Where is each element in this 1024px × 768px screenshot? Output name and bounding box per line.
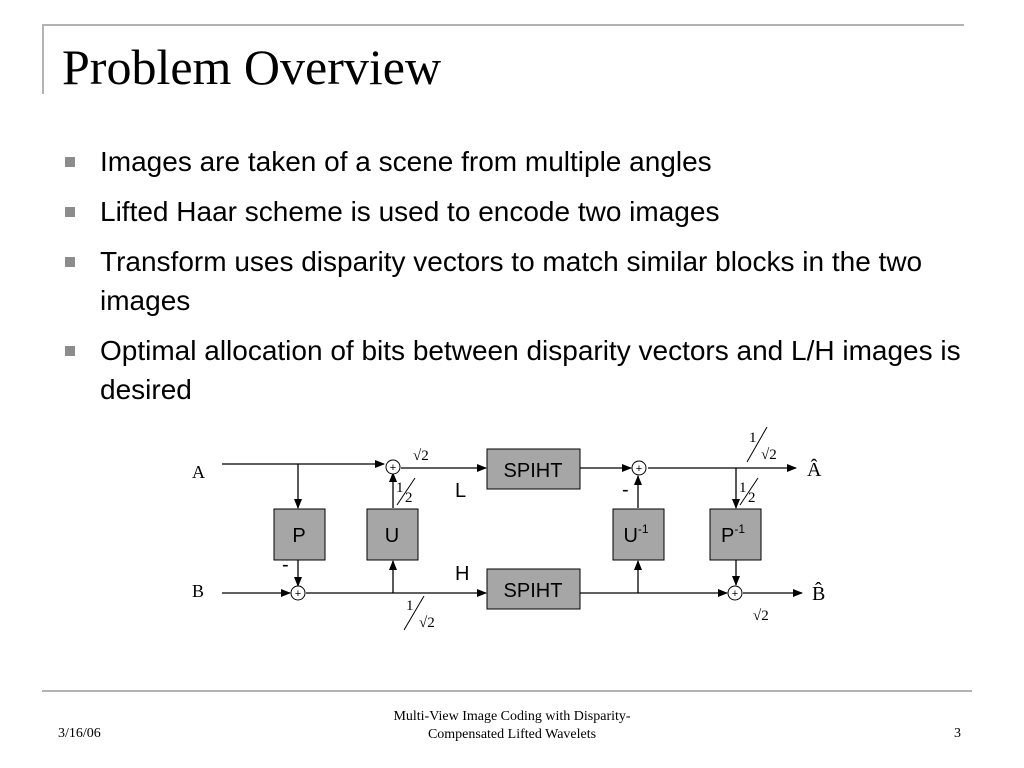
square-bullet-icon — [65, 257, 75, 267]
update-label: U — [385, 525, 399, 547]
half-numerator-left: 1 — [396, 480, 404, 496]
gain-sqrt2-top-left: √2 — [413, 448, 429, 464]
inv-sqrt2-numerator-bottom: 1 — [406, 598, 414, 614]
footer-title: Multi-View Image Coding with Disparity- … — [362, 708, 662, 744]
h-label: H — [455, 563, 469, 585]
bullet-item: Transform uses disparity vectors to matc… — [62, 242, 962, 320]
square-bullet-icon — [65, 207, 75, 217]
input-a-label: A — [192, 462, 205, 482]
spiht-top-label: SPIHT — [504, 460, 563, 482]
bullet-text: Lifted Haar scheme is used to encode two… — [100, 196, 720, 227]
bullet-list: Images are taken of a scene from multipl… — [62, 142, 962, 420]
half-denominator-left: 2 — [405, 490, 413, 506]
half-slash-right — [739, 477, 759, 506]
half-denominator-right: 2 — [748, 490, 756, 506]
inverse-predict-label: P-1 — [721, 522, 745, 547]
predict-box — [273, 508, 326, 561]
adder-top-left — [385, 459, 401, 475]
minus-sign-right: - — [622, 479, 629, 501]
bullet-text: Optimal allocation of bits between dispa… — [100, 335, 961, 405]
inverse-update-label: U-1 — [623, 522, 648, 547]
spiht-bottom-label: SPIHT — [504, 580, 563, 602]
spiht-bottom-box — [486, 568, 581, 610]
inverse-update-box — [612, 508, 665, 561]
adder-bottom-left-plus: + — [295, 588, 301, 600]
predict-label: P — [292, 525, 305, 547]
minus-sign-left: - — [282, 554, 289, 576]
bullet-item: Optimal allocation of bits between dispa… — [62, 331, 962, 409]
bullet-item: Images are taken of a scene from multipl… — [62, 142, 962, 181]
spiht-top-box — [486, 448, 581, 490]
update-box — [366, 508, 419, 561]
inv-sqrt2-numerator-top: 1 — [749, 430, 757, 446]
bullet-item: Lifted Haar scheme is used to encode two… — [62, 192, 962, 231]
adder-bottom-right — [727, 585, 743, 601]
top-frame-rule — [42, 24, 964, 26]
bullet-text: Images are taken of a scene from multipl… — [100, 146, 712, 177]
lifting-scheme-diagram: A B SPIHT SPIHT P U U-1 P-1 + + + + — [192, 426, 825, 631]
half-slash-left — [396, 477, 416, 506]
bullet-text: Transform uses disparity vectors to matc… — [100, 246, 923, 316]
adder-top-left-plus: + — [390, 462, 396, 474]
inv-sqrt2-denominator-bottom: √2 — [419, 615, 435, 631]
footer-page-number: 3 — [954, 726, 961, 741]
inverse-update-letter: U — [623, 525, 637, 547]
half-numerator-right: 1 — [739, 480, 747, 496]
slide-title: Problem Overview — [62, 39, 442, 95]
inverse-update-exponent: -1 — [638, 522, 649, 536]
square-bullet-icon — [65, 157, 75, 167]
inverse-predict-exponent: -1 — [734, 522, 745, 536]
footer-date: 3/16/06 — [58, 726, 101, 741]
input-b-label: B — [192, 581, 204, 601]
output-b-hat-label: B̂ — [812, 581, 825, 605]
inverse-predict-box — [709, 508, 762, 561]
footer-title-line: Multi-View Image Coding with Disparity- — [393, 709, 631, 724]
inverse-predict-letter: P — [721, 525, 734, 547]
adder-top-right-plus: + — [636, 463, 642, 475]
footer-rule — [42, 690, 972, 692]
l-label: L — [455, 480, 466, 502]
adder-bottom-left — [290, 585, 306, 601]
inv-sqrt2-denominator-top: √2 — [761, 447, 777, 463]
adder-bottom-right-plus: + — [732, 588, 738, 600]
adder-top-right — [631, 460, 647, 476]
output-a-hat-label: Â — [807, 458, 822, 481]
footer-title-line: Compensated Lifted Wavelets — [427, 727, 597, 742]
gain-sqrt2-bottom-right: √2 — [753, 608, 769, 624]
inv-sqrt2-slash-top — [746, 426, 768, 463]
inv-sqrt2-slash-bottom — [403, 595, 425, 631]
left-frame-rule — [42, 24, 44, 94]
square-bullet-icon — [65, 346, 75, 356]
